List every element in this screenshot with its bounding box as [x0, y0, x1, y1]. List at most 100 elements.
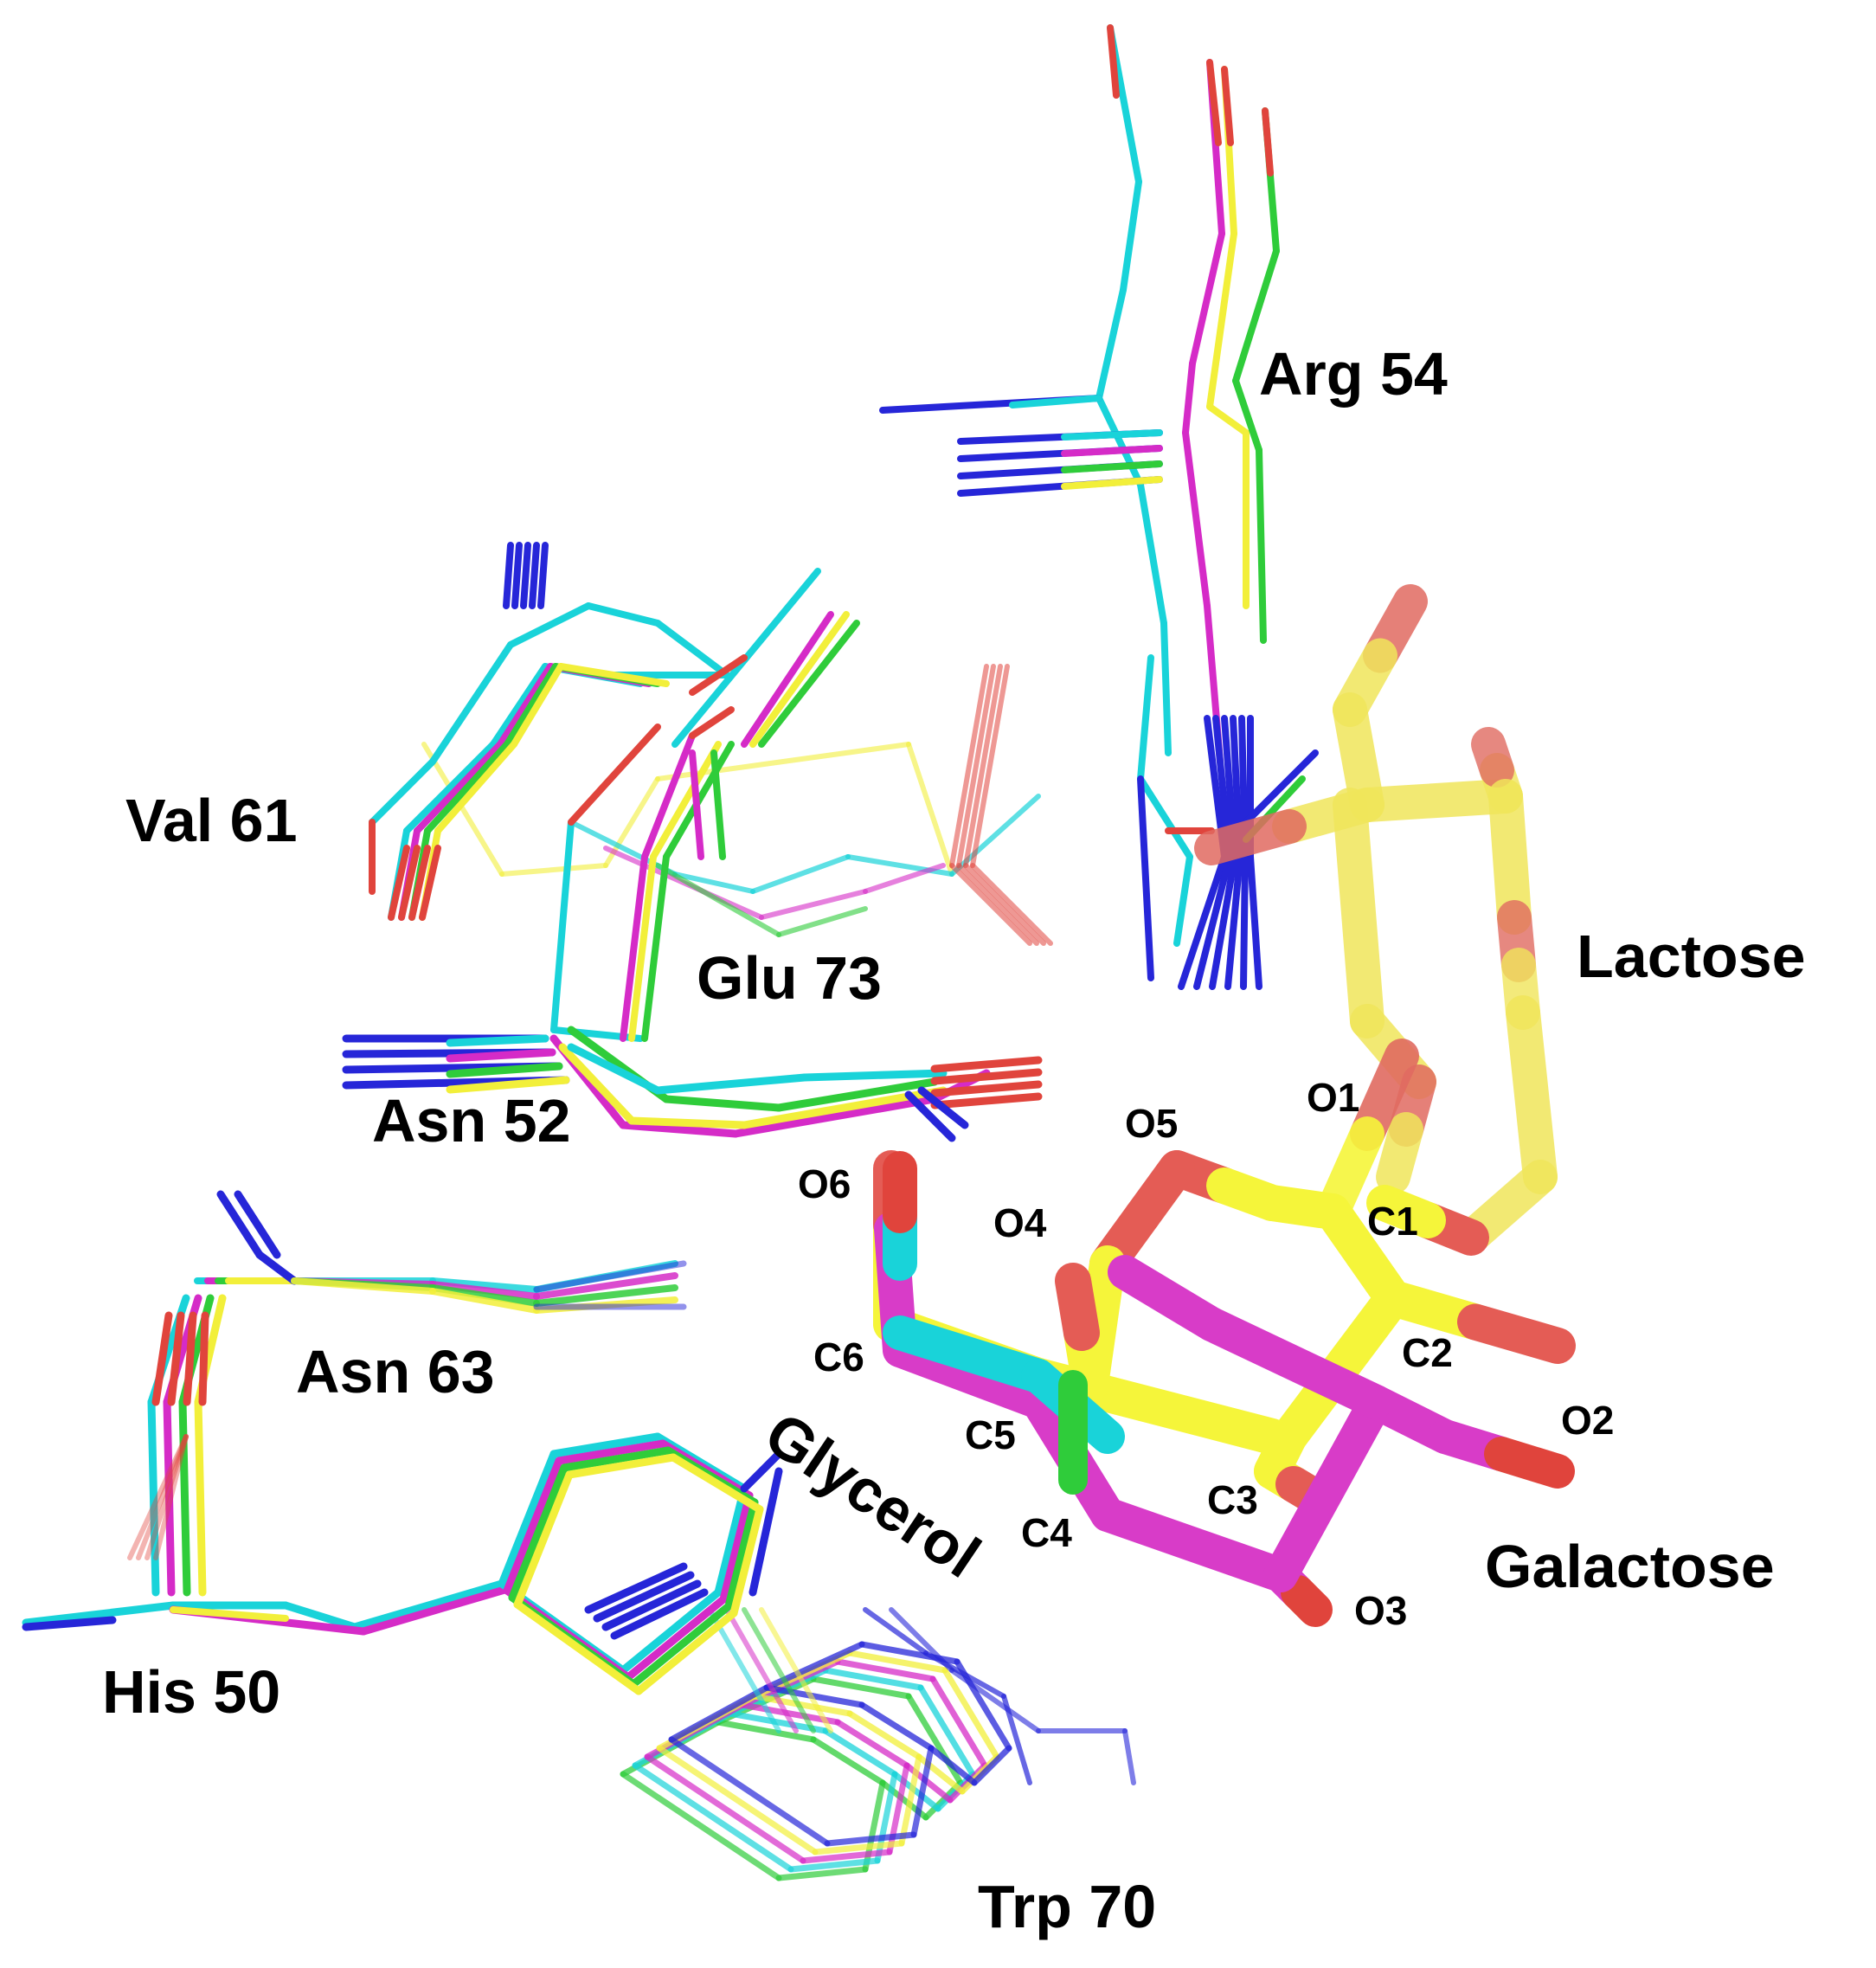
- bond: [503, 1457, 563, 1595]
- bond: [529, 542, 540, 609]
- bond: [145, 1434, 189, 1560]
- bond: [1262, 107, 1274, 177]
- bond: [822, 1727, 898, 1778]
- bond: [549, 1432, 662, 1458]
- bond: [167, 1311, 185, 1406]
- label-asn63: Asn 63: [296, 1338, 495, 1405]
- label-galactose: Galactose: [1485, 1533, 1775, 1600]
- bond: [775, 1866, 869, 1881]
- bond: [930, 1092, 1043, 1109]
- bond: [619, 1588, 723, 1675]
- bond: [1376, 1112, 1423, 1194]
- bond: [557, 663, 670, 687]
- atom-label-c1: C1: [1367, 1199, 1418, 1244]
- bond: [1055, 1263, 1100, 1351]
- bond: [632, 1762, 794, 1873]
- bond: [776, 906, 868, 937]
- bond: [568, 724, 661, 826]
- residue-trp70-sticks: [620, 1607, 1136, 1881]
- bond: [928, 1745, 978, 1786]
- atom-label-o1: O1: [1307, 1075, 1360, 1120]
- bond: [22, 1601, 177, 1627]
- bond: [601, 1579, 702, 1631]
- bond: [889, 1607, 954, 1673]
- bond: [560, 1446, 672, 1472]
- bond: [1194, 1307, 1393, 1419]
- bond: [750, 854, 851, 894]
- bond: [707, 1607, 781, 1733]
- bond: [22, 1616, 117, 1631]
- bond: [812, 1840, 905, 1855]
- label-trp70: Trp 70: [978, 1873, 1157, 1940]
- bond: [1107, 24, 1120, 99]
- label-glu73: Glu 73: [697, 944, 882, 1012]
- bond: [1232, 248, 1280, 384]
- residue-asn52-sticks: [342, 1026, 1043, 1142]
- bond: [1120, 178, 1142, 293]
- atom-label-o4: O4: [993, 1200, 1047, 1245]
- bond: [834, 1719, 910, 1769]
- bond: [511, 663, 564, 748]
- bond: [963, 664, 1003, 868]
- bond: [751, 1693, 853, 1717]
- bond: [759, 1607, 833, 1733]
- bond: [759, 889, 868, 920]
- bond: [629, 1602, 733, 1688]
- bond: [619, 1121, 740, 1138]
- bond: [1471, 727, 1514, 788]
- bond: [668, 1684, 770, 1743]
- bond: [653, 1073, 809, 1095]
- bond: [1333, 788, 1385, 1039]
- bond: [824, 1831, 917, 1847]
- bond: [369, 758, 436, 826]
- bond: [774, 1077, 939, 1112]
- bond: [917, 1684, 976, 1778]
- bond: [904, 1090, 956, 1142]
- bond: [550, 819, 575, 1033]
- bond: [147, 1398, 160, 1597]
- bond: [281, 1601, 359, 1631]
- bond: [656, 1745, 819, 1855]
- bond: [714, 1484, 748, 1597]
- bond: [1232, 377, 1262, 453]
- bond: [1256, 447, 1267, 644]
- bond: [255, 1251, 299, 1285]
- bond: [1122, 1728, 1136, 1785]
- bond: [668, 1736, 831, 1847]
- bond: [153, 1434, 189, 1560]
- label-arg54: Arg 54: [1259, 340, 1448, 408]
- bond: [970, 664, 1010, 868]
- bond: [1178, 853, 1228, 990]
- bond: [689, 706, 735, 739]
- bond: [490, 663, 549, 748]
- bond: [178, 1398, 191, 1597]
- residue-his50-sticks: [22, 1277, 783, 1695]
- bond: [555, 1439, 667, 1465]
- atom-label-c2: C2: [1402, 1330, 1453, 1375]
- bond: [537, 542, 549, 609]
- bond: [499, 863, 608, 877]
- residue-glu73-sticks: [550, 568, 1053, 1042]
- bond: [359, 1584, 515, 1636]
- bond: [1189, 230, 1225, 367]
- atom-label-c4: C4: [1021, 1510, 1072, 1555]
- bond: [1061, 476, 1163, 490]
- bond: [434, 741, 517, 834]
- bond: [1506, 995, 1558, 1194]
- bond: [1240, 853, 1249, 990]
- ligand-glycerol-sticks: [874, 1151, 1575, 1627]
- bond: [963, 863, 1046, 946]
- bond: [822, 1667, 924, 1691]
- bond: [956, 863, 1039, 946]
- atom-label-c3: C3: [1207, 1477, 1258, 1522]
- bond: [627, 1116, 748, 1129]
- bond: [949, 664, 989, 868]
- atom-label-o2: O2: [1561, 1398, 1615, 1443]
- bond: [620, 1771, 782, 1881]
- bond: [641, 732, 696, 860]
- bond: [620, 853, 648, 1042]
- bond: [1234, 749, 1319, 834]
- bond: [429, 641, 514, 765]
- bond: [508, 1463, 569, 1602]
